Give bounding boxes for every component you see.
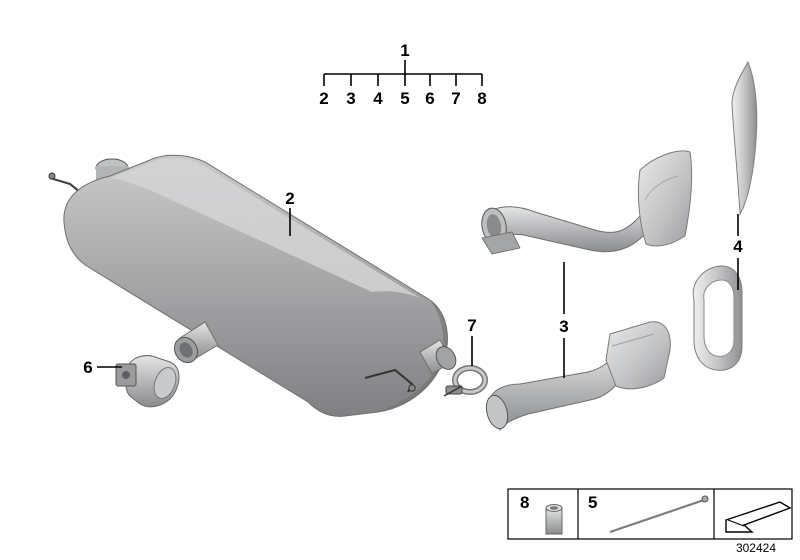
tree-child-2: 2	[319, 89, 328, 108]
legend-item-5-label: 5	[588, 493, 597, 512]
legend-item-8-label: 8	[520, 493, 529, 512]
callout-root: 1	[400, 41, 409, 60]
tree-child-7: 7	[451, 89, 460, 108]
tree-drops	[323, 74, 483, 86]
tree-child-5: 5	[400, 89, 409, 108]
callout-4-label: 4	[733, 237, 743, 256]
callout-tree: 1 2 3 4 5 6 7 8	[319, 41, 486, 108]
legend-box: 8 5	[507, 488, 793, 540]
cable-tie-icon	[609, 495, 709, 534]
tree-child-3: 3	[346, 89, 355, 108]
tree-child-6: 6	[425, 89, 434, 108]
drawing-number: 302424	[736, 541, 776, 555]
callout-3-label: 3	[559, 317, 568, 336]
callout-3: 3	[559, 262, 569, 378]
callout-2-label: 2	[285, 189, 294, 208]
tailpipe-upper	[481, 150, 693, 255]
callout-2: 2	[285, 189, 295, 236]
clamp-large	[443, 365, 488, 397]
clamp-small	[115, 355, 180, 408]
rear-silencer	[48, 154, 457, 417]
trim-parts	[692, 60, 758, 371]
tree-child-8: 8	[477, 89, 486, 108]
callout-7-label: 7	[467, 316, 476, 335]
direction-arrow-icon	[725, 501, 792, 533]
callout-6: 6	[83, 358, 122, 377]
tailpipe-lower	[485, 321, 671, 432]
sleeve-icon	[545, 504, 563, 535]
callout-4: 4	[733, 214, 743, 290]
callout-6-label: 6	[83, 358, 92, 377]
tree-child-4: 4	[373, 89, 383, 108]
callout-7: 7	[467, 316, 477, 366]
